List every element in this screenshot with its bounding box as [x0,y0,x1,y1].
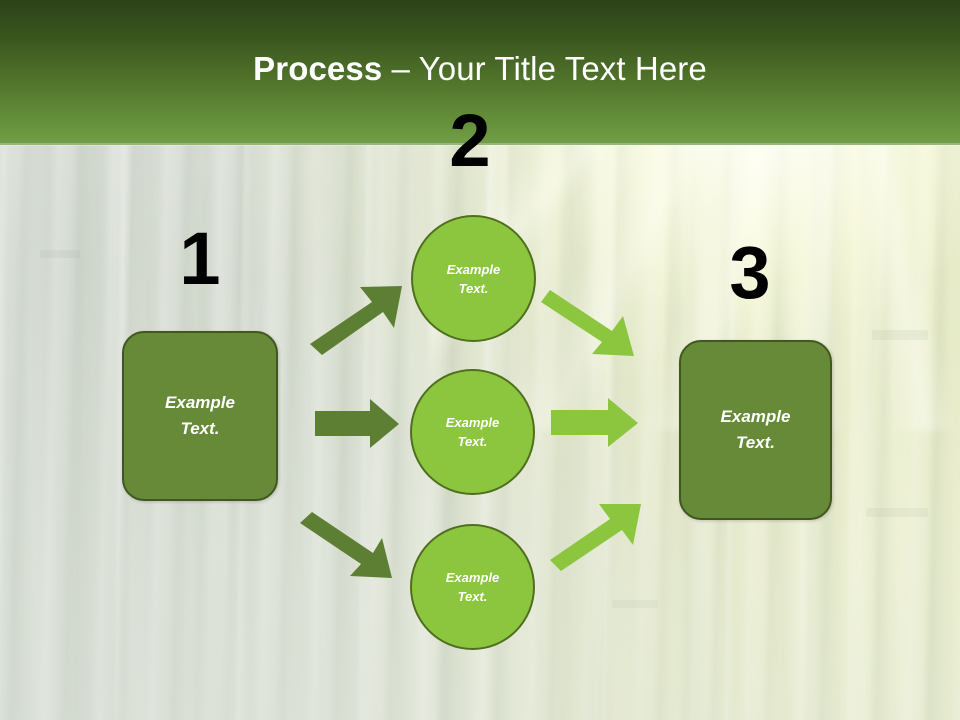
process-circle-top-line1: Example [446,261,501,277]
arrow-left-box-to-top-circle[interactable] [300,284,404,358]
process-circle-middle-line2: Text. [457,434,488,449]
process-box-left[interactable]: Example Text. [122,331,278,501]
arrow-top-circle-to-right-box[interactable] [540,288,636,358]
step-number-1: 1 [179,217,221,300]
step-number-3: 3 [729,231,771,314]
step-number-2-overlay: 2 [449,99,491,182]
process-circle-bottom-line2: Text. [457,589,488,604]
process-circle-middle[interactable]: Example Text. [410,369,535,495]
slide-title-rest: – Your Title Text Here [382,50,707,87]
process-circle-top[interactable]: Example Text. [411,215,536,342]
process-circle-bottom-line1: Example [445,570,500,585]
slide-title-bold: Process [253,50,383,87]
process-circle-middle-line1: Example [445,415,500,430]
process-circle-top-line2: Text. [458,280,489,296]
arrow-left-box-to-bottom-circle[interactable] [299,510,395,580]
header-bottom-edge [0,143,960,146]
arrow-middle-circle-to-right-box[interactable] [550,396,640,448]
process-box-right-line1: Example [720,407,791,426]
arrow-bottom-circle-to-right-box[interactable] [549,502,643,574]
slide-header-band [0,0,960,145]
process-box-right-line2: Text. [735,433,776,452]
process-box-left-line1: Example [165,393,235,412]
process-circle-bottom[interactable]: Example Text. [410,524,535,650]
process-box-right[interactable]: Example Text. [679,340,832,520]
arrow-left-box-to-middle-circle[interactable] [313,397,401,449]
process-box-left-line2: Text. [180,419,220,438]
slide-title: Process – Your Title Text Here [0,49,960,89]
